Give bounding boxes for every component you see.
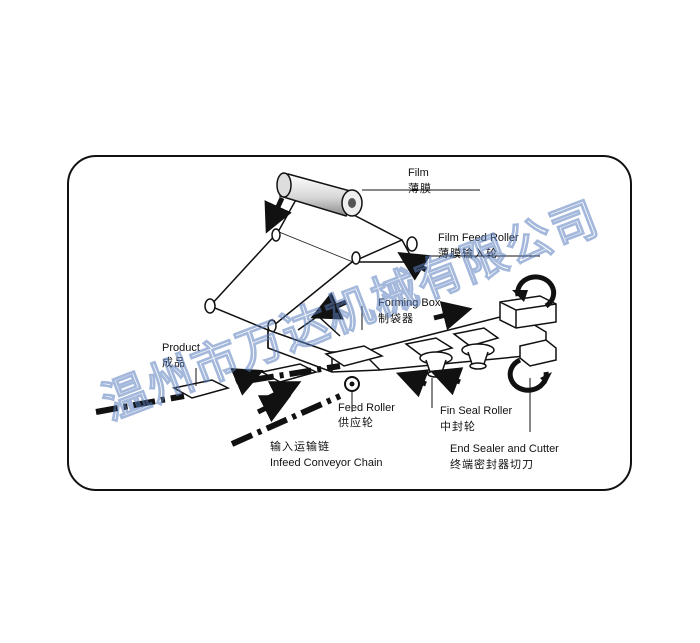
- end-sealer-cutter: [499, 295, 557, 367]
- label-forming-box-cn: 制袋器: [378, 311, 414, 325]
- label-product-en: Product: [162, 342, 200, 354]
- label-fin-seal-roller-cn: 中封轮: [440, 419, 476, 433]
- label-end-sealer-cn: 终端密封器切刀: [450, 457, 534, 471]
- flow-arrows: [230, 196, 473, 423]
- feed-roller-wheel: [344, 376, 360, 392]
- label-infeed-cn: 输入运输链: [270, 439, 330, 453]
- label-film-cn: 薄膜: [408, 181, 432, 195]
- label-infeed-en: Infeed Conveyor Chain: [270, 457, 383, 469]
- film-roll: [276, 172, 363, 217]
- label-film-feed-roller-cn: 薄膜输入轮: [438, 246, 498, 260]
- label-film-feed-roller-en: Film Feed Roller: [438, 232, 519, 244]
- label-product-cn: 成品: [162, 356, 186, 369]
- diagram-frame: [67, 155, 632, 491]
- rotation-arrowheads: [512, 290, 552, 384]
- label-end-sealer-en: End Sealer and Cutter: [450, 443, 559, 455]
- packages-on-line: [324, 327, 500, 367]
- label-fin-seal-roller-en: Fin Seal Roller: [440, 405, 512, 417]
- label-forming-box-en: Forming Box: [378, 297, 441, 309]
- label-feed-roller-en: Feed Roller: [338, 402, 395, 414]
- product-packages: [171, 363, 319, 399]
- label-film-en: Film: [408, 167, 429, 179]
- leader-lines: [195, 189, 540, 432]
- label-feed-roller-cn: 供应轮: [338, 415, 374, 429]
